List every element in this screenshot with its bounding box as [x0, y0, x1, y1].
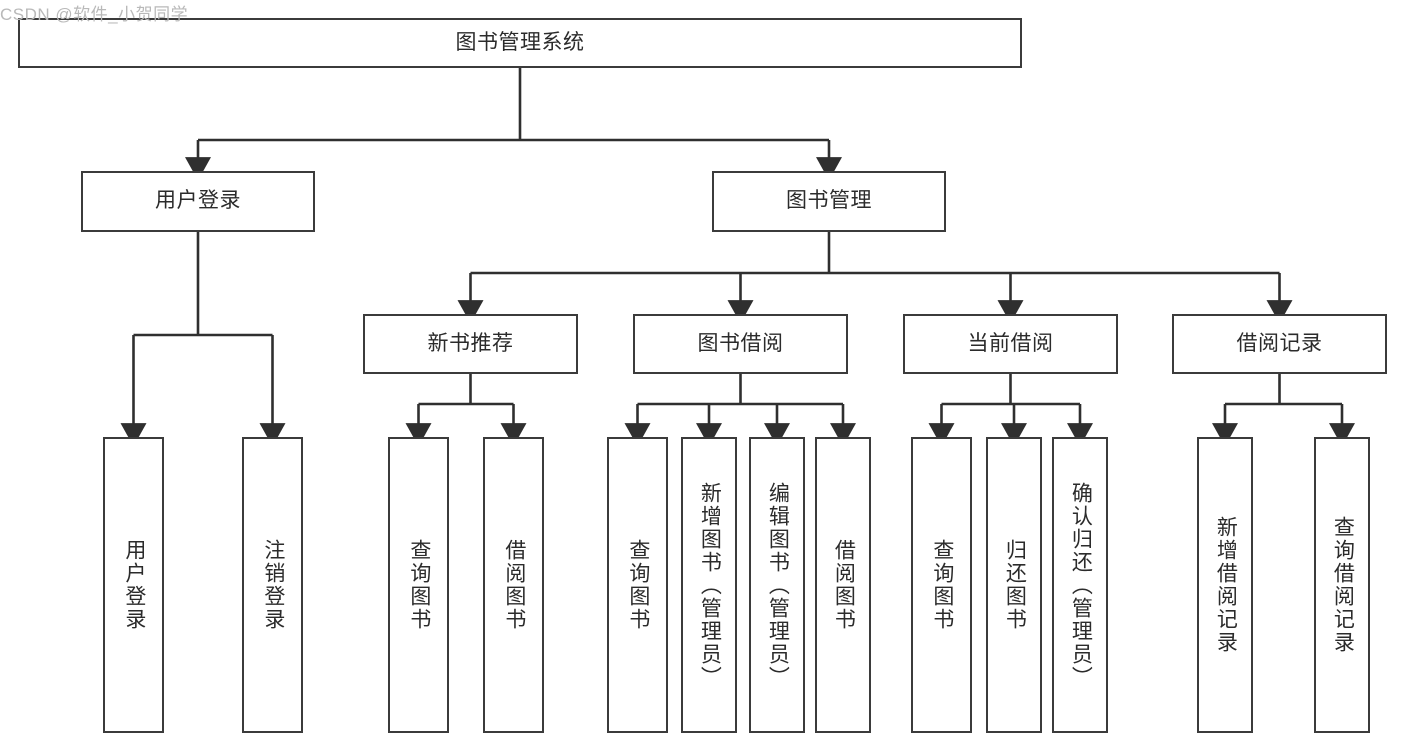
node-label: 用户登录 — [155, 189, 241, 213]
node-leaf_1[interactable]: 用户登录 — [103, 437, 164, 733]
node-leaf_6[interactable]: 新增图书（管理员） — [681, 437, 737, 733]
node-leaf_4[interactable]: 借阅图书 — [483, 437, 544, 733]
node-label: 注销登录 — [261, 539, 285, 631]
node-leaf_9[interactable]: 查询图书 — [911, 437, 972, 733]
node-leaf_8[interactable]: 借阅图书 — [815, 437, 871, 733]
csdn-watermark: CSDN @软件_小贺同学 — [0, 5, 189, 24]
node-leaf_3[interactable]: 查询图书 — [388, 437, 449, 733]
node-label: 借阅记录 — [1236, 331, 1323, 355]
node-leaf_2[interactable]: 注销登录 — [242, 437, 303, 733]
node-leaf_12[interactable]: 新增借阅记录 — [1197, 437, 1253, 733]
node-label: 编辑图书（管理员） — [766, 481, 790, 689]
node-l2_a[interactable]: 用户登录 — [81, 171, 315, 232]
node-l3_b[interactable]: 图书借阅 — [633, 314, 848, 374]
node-label: 归还图书 — [1003, 539, 1027, 631]
node-label: 查询图书 — [930, 539, 954, 631]
node-leaf_13[interactable]: 查询借阅记录 — [1314, 437, 1370, 733]
node-leaf_7[interactable]: 编辑图书（管理员） — [749, 437, 805, 733]
node-label: 确认归还（管理员） — [1069, 481, 1093, 689]
node-root[interactable]: 图书管理系统 — [18, 18, 1022, 68]
node-label: 借阅图书 — [832, 539, 856, 631]
node-leaf_5[interactable]: 查询图书 — [607, 437, 668, 733]
node-label: 新书推荐 — [427, 331, 514, 355]
node-leaf_11[interactable]: 确认归还（管理员） — [1052, 437, 1108, 733]
node-l3_c[interactable]: 当前借阅 — [903, 314, 1118, 374]
node-l3_d[interactable]: 借阅记录 — [1172, 314, 1387, 374]
node-label: 图书借阅 — [697, 331, 784, 355]
node-l2_b[interactable]: 图书管理 — [712, 171, 946, 232]
node-label: 新增图书（管理员） — [698, 481, 722, 689]
node-label: 用户登录 — [122, 539, 146, 631]
node-label: 新增借阅记录 — [1214, 516, 1238, 654]
node-label: 查询借阅记录 — [1331, 516, 1355, 654]
node-l3_a[interactable]: 新书推荐 — [363, 314, 578, 374]
node-label: 查询图书 — [626, 539, 650, 631]
node-label: 借阅图书 — [502, 539, 526, 631]
node-label: 图书管理 — [786, 189, 872, 213]
node-leaf_10[interactable]: 归还图书 — [986, 437, 1042, 733]
node-label: 当前借阅 — [967, 331, 1054, 355]
node-label: 图书管理系统 — [455, 30, 585, 54]
node-label: 查询图书 — [407, 539, 431, 631]
